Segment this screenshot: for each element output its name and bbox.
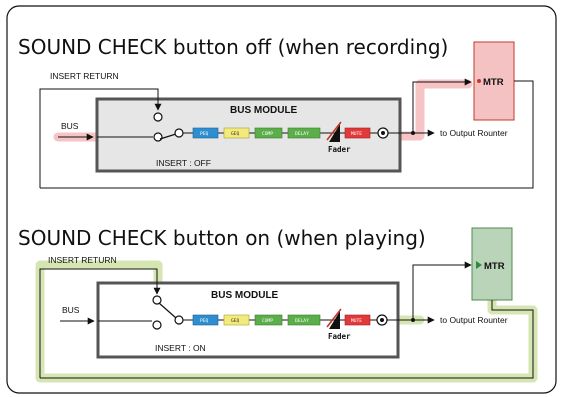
peq-block-label: PEQ: [200, 318, 209, 324]
panel-recording: SOUND CHECK button off (when recording) …: [18, 35, 534, 189]
insert-return-label: INSERT RETURN: [50, 71, 119, 81]
fader-label: Fader: [328, 145, 351, 154]
to-mtr-line: [412, 261, 472, 320]
peq-block: [192, 127, 219, 139]
insert-return-line: [39, 88, 162, 188]
fader-slash: [326, 121, 342, 141]
insert-state-label: INSERT : OFF: [156, 158, 211, 168]
bus-module-label: BUS MODULE: [211, 290, 279, 301]
peq-block-label: PEQ: [200, 131, 209, 137]
meter-icon-core: [381, 131, 385, 135]
mute-block-label: MUTE: [351, 131, 362, 137]
processing-blocks: PEQ GEQ COMP DELAY MUTE: [192, 314, 371, 326]
geq-block: [223, 127, 250, 139]
output-label: to Output Rounter: [440, 315, 508, 325]
geq-block-label: GEQ: [231, 131, 240, 137]
insert-return-terminal: [152, 295, 162, 305]
switch-pivot: [174, 315, 184, 325]
fader-slash: [326, 308, 342, 328]
mtr-record-label: MTR: [483, 77, 504, 88]
geq-block-label: GEQ: [231, 318, 240, 324]
bus-terminal: [153, 132, 163, 142]
peq-block: [192, 314, 219, 326]
mute-block: [344, 127, 371, 139]
panel-playing: SOUND CHECK button on (when playing) BUS…: [18, 226, 538, 383]
insert-return-terminal: [153, 112, 163, 122]
processing-blocks: PEQ GEQ COMP DELAY MUTE: [192, 127, 371, 139]
output-label: to Output Rounter: [440, 128, 508, 138]
switch-pivot: [174, 128, 184, 138]
bus-label: BUS: [61, 121, 79, 131]
panel-title-recording: SOUND CHECK button off (when recording): [18, 35, 448, 59]
insert-return-line: [39, 268, 161, 378]
mute-block: [344, 314, 371, 326]
fader-icon: [329, 311, 340, 329]
comp-block: [254, 127, 283, 139]
fader-label: Fader: [328, 332, 351, 341]
record-dot-icon: [477, 79, 481, 83]
mtr-return-line: [40, 80, 534, 189]
bus-module-label: BUS MODULE: [230, 105, 298, 116]
geq-block: [223, 314, 250, 326]
insert-return-label: INSERT RETURN: [48, 255, 117, 265]
bus-label: BUS: [62, 305, 80, 315]
insert-state-label: INSERT : ON: [155, 343, 206, 353]
panel-title-playing: SOUND CHECK button on (when playing): [18, 226, 426, 250]
meter-icon-core: [380, 318, 384, 322]
comp-block-label: COMP: [262, 131, 273, 137]
play-triangle-icon: [476, 261, 482, 269]
mute-block-label: MUTE: [351, 318, 362, 324]
comp-block: [254, 314, 283, 326]
mtr-play-label: MTR: [484, 261, 505, 272]
bus-terminal: [152, 320, 162, 330]
delay-block-label: DELAY: [295, 318, 309, 324]
delay-block: [287, 314, 321, 326]
to-mtr-line: [412, 78, 472, 133]
mtr-return-line: [40, 300, 534, 379]
insert-switch: [159, 133, 177, 140]
fader-icon: [329, 124, 340, 142]
delay-block-label: DELAY: [295, 131, 309, 137]
insert-switch: [158, 302, 177, 319]
delay-block: [287, 127, 321, 139]
comp-block-label: COMP: [262, 318, 273, 324]
